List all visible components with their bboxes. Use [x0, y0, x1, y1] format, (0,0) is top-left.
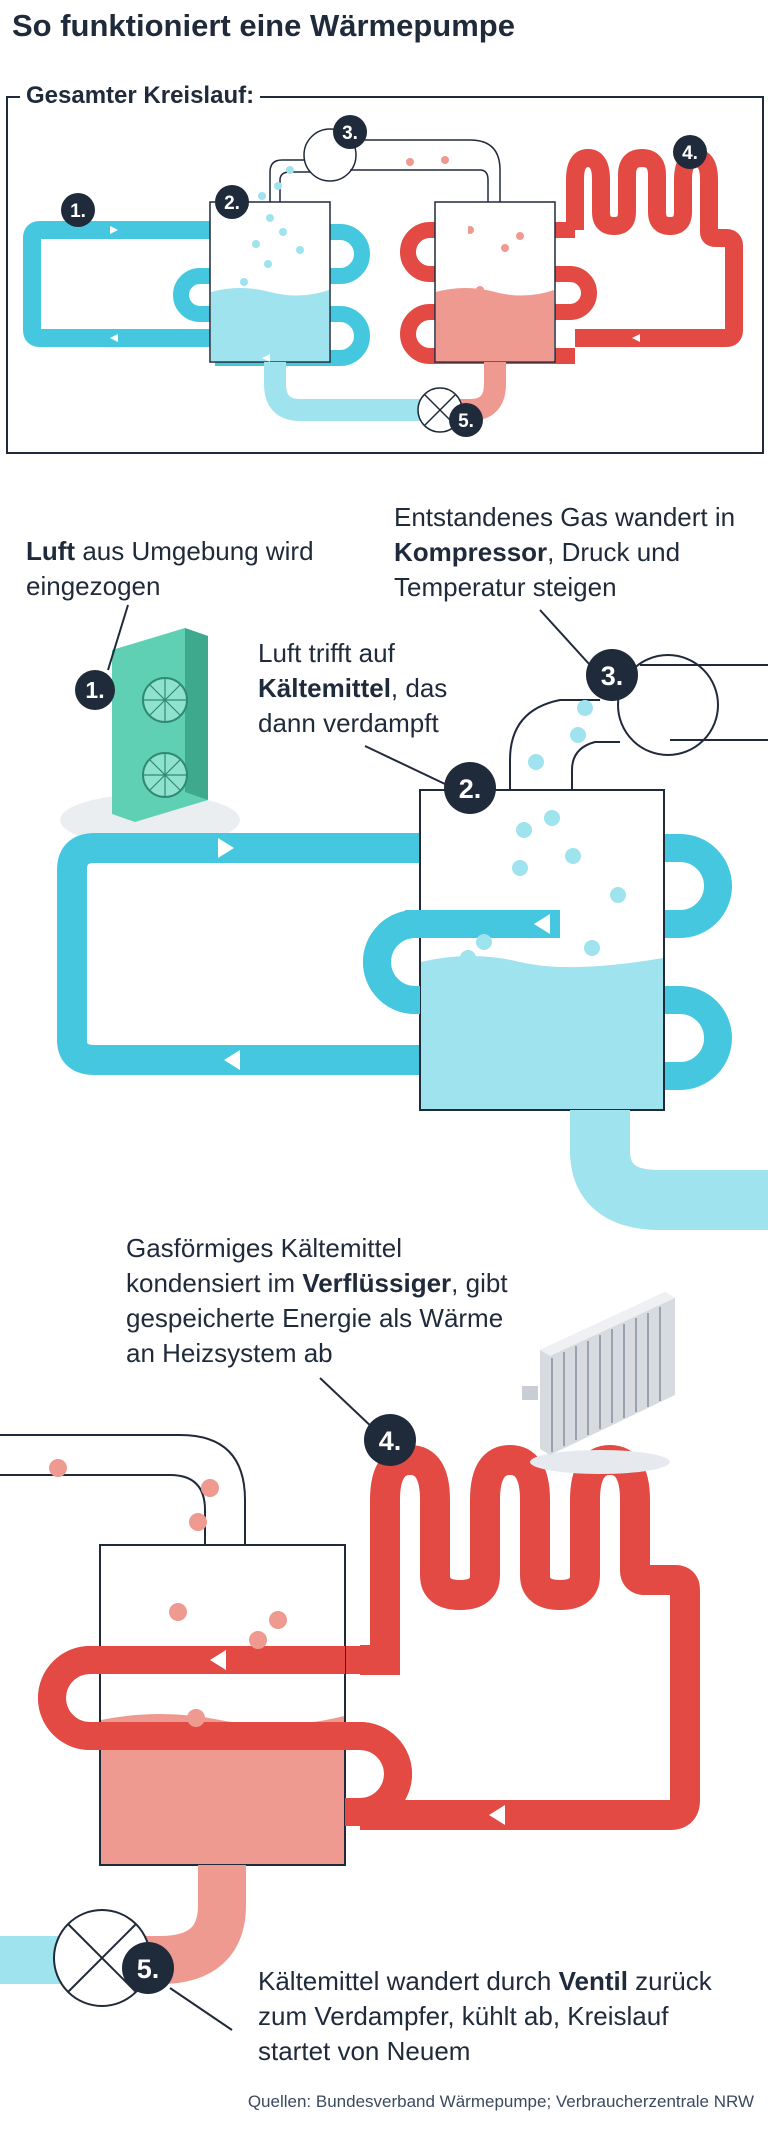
detail-badges-top: 1. 2. 3.: [75, 649, 638, 814]
caption-step-2-text: , das dann verdampft: [258, 673, 448, 738]
detail-badges-bottom: 4. 5.: [122, 1414, 416, 1994]
svg-text:1.: 1.: [70, 201, 86, 222]
compressor-icon: [617, 654, 719, 756]
svg-text:3.: 3.: [601, 661, 624, 691]
badge-2: 2.: [444, 762, 496, 814]
caption-step-1-bold: Luft: [26, 536, 76, 566]
svg-text:5.: 5.: [458, 411, 474, 432]
overview-badge-4: 4.: [673, 135, 707, 169]
evaporator-detail: [57, 628, 768, 1230]
leader-lines-top: [107, 604, 591, 785]
caption-step-5-bold: Ventil: [558, 1966, 628, 1996]
caption-step-3-text: , Druck und Temperatur steigen: [394, 537, 681, 602]
overview-badge-5: 5.: [449, 403, 483, 437]
caption-step-3-bold: Kompressor: [394, 537, 548, 567]
overview-cold-coil: [173, 224, 370, 366]
caption-step-4-text: , gibt gespeicherte Energie als Wärme an…: [126, 1268, 508, 1368]
caption-step-4: Gasförmiges Kältemittel kondensiert im V…: [126, 1231, 526, 1371]
svg-text:1.: 1.: [85, 677, 104, 703]
caption-step-5-pre: Kältemittel wandert durch: [258, 1966, 559, 1996]
caption-step-2-bold: Kältemittel: [258, 673, 391, 703]
overview-hot-loop: [566, 148, 743, 347]
overview-badges: 1. 2. 3. 4. 5.: [61, 115, 707, 437]
caption-step-5: Kältemittel wandert durch Ventil zurück …: [258, 1964, 728, 2069]
svg-text:4.: 4.: [379, 1426, 402, 1456]
cold-return-pipe: [570, 1110, 768, 1230]
overview-cold-loop: [23, 221, 215, 347]
overview-badge-2: 2.: [215, 185, 249, 219]
source-note: Quellen: Bundesverband Wärmepumpe; Verbr…: [247, 2092, 754, 2111]
svg-text:3.: 3.: [342, 123, 358, 144]
leader-lines-bottom: [169, 1377, 376, 2031]
condenser-detail: [0, 1292, 700, 2007]
overview-label: Gesamter Kreislauf:: [20, 82, 261, 110]
page-title: So funktioniert eine Wärmepumpe: [12, 8, 515, 43]
radiator-icon: [522, 1292, 675, 1474]
valve-icon: [53, 1909, 151, 2007]
caption-step-5-text: zurück zum Verdampfer, kühlt ab, Kreisla…: [258, 1966, 712, 2066]
badge-4: 4.: [364, 1414, 416, 1466]
caption-step-1: Luft aus Umgebung wird eingezogen: [26, 534, 316, 604]
caption-step-1-text: aus Umgebung wird eingezogen: [26, 536, 314, 601]
caption-step-4-pre: Gasförmiges Kältemittel kondensiert im: [126, 1233, 402, 1298]
caption-step-3-pre: Entstandenes Gas wandert in: [394, 502, 736, 532]
hot-outer-loop: [360, 1444, 700, 1830]
overview-frame: [6, 96, 764, 454]
svg-text:5.: 5.: [137, 1954, 160, 1984]
badge-1: 1.: [75, 670, 115, 710]
svg-text:2.: 2.: [459, 774, 482, 804]
badge-5: 5.: [122, 1942, 174, 1994]
overview-cold-return: [264, 362, 430, 421]
overview-cycle: [23, 128, 743, 433]
caption-step-3: Entstandenes Gas wandert in Kompressor, …: [394, 500, 764, 605]
badge-3: 3.: [586, 649, 638, 701]
overview-hot-coil: [400, 222, 597, 364]
caption-step-4-bold: Verflüssiger: [302, 1268, 452, 1298]
svg-text:4.: 4.: [682, 143, 698, 164]
overview-badge-1: 1.: [61, 193, 95, 227]
caption-step-2: Luft trifft auf Kältemittel, das dann ve…: [258, 636, 488, 741]
overview-badge-3: 3.: [333, 115, 367, 149]
caption-step-2-pre: Luft trifft auf: [258, 638, 395, 668]
svg-text:2.: 2.: [224, 193, 240, 214]
cold-outer-loop: [57, 833, 420, 1075]
outdoor-unit-icon: [60, 628, 240, 846]
